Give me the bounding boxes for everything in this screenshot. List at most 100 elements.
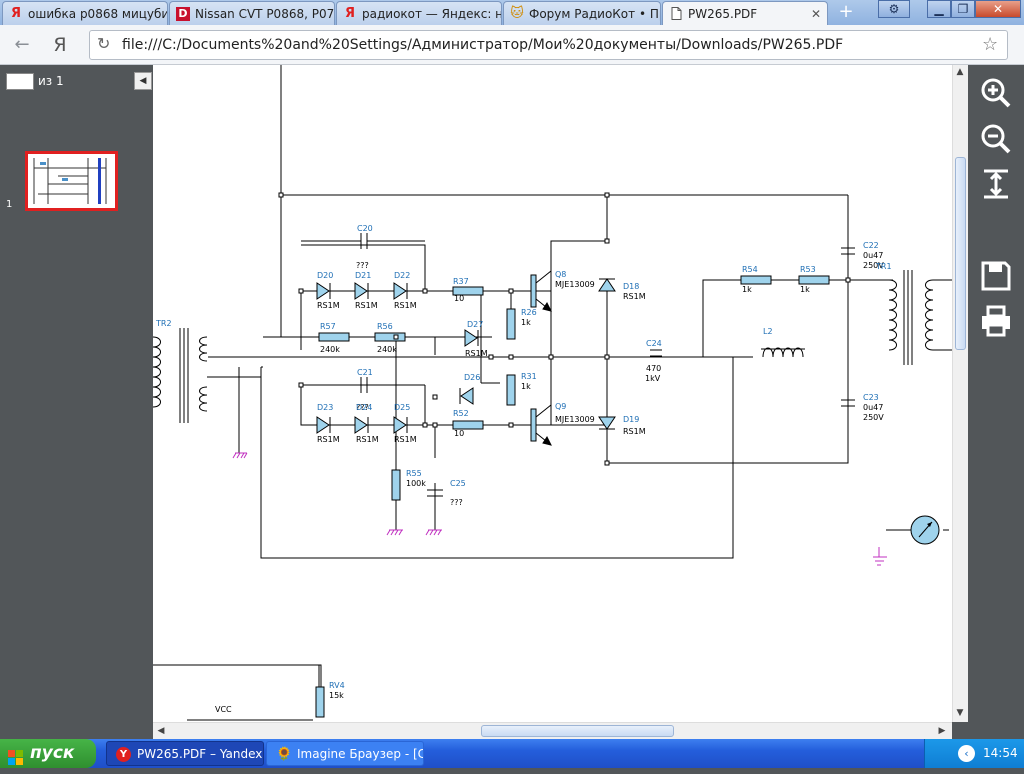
schematic-label: 100k <box>406 479 426 488</box>
clock: 14:54 <box>983 746 1018 760</box>
diode-d26 <box>459 387 474 405</box>
address-bar[interactable]: ↻ file:///C:/Documents%20and%20Settings/… <box>89 30 1008 60</box>
schematic-label: TR2 <box>155 319 172 328</box>
page-thumbnail[interactable] <box>25 151 118 211</box>
tab-1[interactable]: D Nissan CVT P0868, P07 <box>169 1 335 25</box>
schematic-label: Q9 <box>555 402 566 411</box>
schematic-label: D24 <box>356 403 372 412</box>
new-tab-button[interactable]: + <box>838 1 854 22</box>
drive2-icon: D <box>176 6 190 21</box>
vertical-scroll-thumb[interactable] <box>955 157 966 350</box>
tab-title: радиокот — Яндекс: на <box>362 6 501 21</box>
schematic-label: 10 <box>454 294 464 303</box>
scroll-down-arrow-icon[interactable]: ▼ <box>956 708 964 718</box>
horizontal-scroll-thumb[interactable] <box>481 725 674 737</box>
schematic-label: ??? <box>450 498 463 507</box>
tab-4-active[interactable]: PW265.PDF ✕ <box>662 1 828 25</box>
zoom-out-icon[interactable] <box>978 121 1014 157</box>
print-icon[interactable] <box>978 303 1014 339</box>
schematic-label: RS1M <box>623 292 646 301</box>
yandex-icon: Я <box>10 6 21 21</box>
schematic-label: C21 <box>357 368 373 377</box>
resistor-r57 <box>318 332 350 342</box>
diodes <box>316 278 616 434</box>
page-count-label: из 1 <box>38 74 64 88</box>
schematic-label: D26 <box>464 373 480 382</box>
schematic-label: 240k <box>377 345 397 354</box>
close-tab-icon[interactable]: ✕ <box>810 6 822 21</box>
bookmark-star-icon[interactable]: ☆ <box>982 34 999 55</box>
schematic-label: RS1M <box>356 435 379 444</box>
zoom-in-icon[interactable] <box>978 75 1014 111</box>
tab-strip: Я ошибка p0868 мицубис D Nissan CVT P086… <box>0 0 1024 25</box>
schematic-label: R56 <box>377 322 393 331</box>
transistors <box>530 270 552 446</box>
schematic-label: R55 <box>406 469 422 478</box>
schematic-label: 0u47 <box>863 403 883 412</box>
schematic-label: 240k <box>320 345 340 354</box>
scroll-left-arrow-icon[interactable]: ◀ <box>157 726 165 736</box>
back-arrow-icon[interactable]: ← <box>14 34 30 55</box>
thumbnail-preview <box>31 156 111 206</box>
scroll-up-arrow-icon[interactable]: ▲ <box>956 67 964 77</box>
tab-2[interactable]: Я радиокот — Яндекс: на <box>336 1 502 25</box>
tab-title: PW265.PDF <box>688 6 758 21</box>
transistor-q9 <box>530 408 537 442</box>
settings-gear-icon[interactable]: ⚙ <box>878 0 910 18</box>
schematic-label: 0u47 <box>863 251 883 260</box>
schematic-label: R31 <box>521 372 537 381</box>
taskbar-item-label: PW265.PDF – Yandex <box>137 747 263 761</box>
tray-expand-icon[interactable]: ‹ <box>958 745 975 762</box>
tab-0[interactable]: Я ошибка p0868 мицубис <box>2 1 168 25</box>
close-window-button[interactable]: ✕ <box>975 0 1021 18</box>
schematic-label: 10 <box>454 429 464 438</box>
pdf-tools-panel <box>968 65 1024 739</box>
diode-d25 <box>393 416 408 434</box>
resistor-r26 <box>506 308 516 340</box>
taskbar-item-imagine[interactable]: 🌻 Imagine Браузер - [C... <box>266 741 424 766</box>
diode-d23 <box>316 416 331 434</box>
reload-icon[interactable]: ↻ <box>97 34 111 53</box>
diode-d21 <box>354 282 369 300</box>
schematic-label: R57 <box>320 322 336 331</box>
collapse-sidebar-icon[interactable]: ◀ <box>134 72 152 90</box>
save-icon[interactable] <box>978 258 1014 294</box>
tab-3[interactable]: 🐱 Форум РадиоКот • Про <box>503 1 661 25</box>
schematic-label: 250V <box>863 413 884 422</box>
schematic-label: 1k <box>521 382 531 391</box>
schematic-label: 1kV <box>645 374 661 383</box>
schematic-label: ??? <box>356 261 369 270</box>
imagine-icon: 🌻 <box>276 747 293 762</box>
horizontal-scrollbar[interactable]: ◀ ▶ <box>153 722 952 739</box>
taskbar-item-label: Imagine Браузер - [C... <box>297 747 424 761</box>
schematic-label: RV4 <box>329 681 345 690</box>
vertical-scrollbar[interactable]: ▲ ▼ <box>952 65 968 722</box>
taskbar-item-yandex[interactable]: Y PW265.PDF – Yandex <box>106 741 264 766</box>
schematic-wires <box>153 65 949 721</box>
restore-button[interactable]: ❐ <box>951 0 975 18</box>
document-icon <box>669 7 683 21</box>
fit-to-page-icon[interactable] <box>978 166 1014 202</box>
schematic-label: R37 <box>453 277 469 286</box>
schematic-label: R54 <box>742 265 758 274</box>
schematic-label: D21 <box>355 271 371 280</box>
minimize-button[interactable]: ▁ <box>927 0 951 18</box>
schematic-label: C23 <box>863 393 879 402</box>
schematic-label: D25 <box>394 403 410 412</box>
schematic-label: C20 <box>357 224 373 233</box>
scroll-right-arrow-icon[interactable]: ▶ <box>938 726 946 736</box>
page-number-input[interactable] <box>6 73 34 90</box>
transistor-q8 <box>530 274 537 308</box>
diode-d22 <box>393 282 408 300</box>
schematic-label: D20 <box>317 271 333 280</box>
circuit-schematic: TR2C20???D20RS1MD21RS1MD22RS1MR3710Q8MJE… <box>153 65 952 721</box>
start-button[interactable]: пуск <box>0 739 96 768</box>
resistor-r31 <box>506 374 516 406</box>
schematic-label: Q8 <box>555 270 566 279</box>
thumbnail-number: 1 <box>6 199 13 210</box>
junction-nodes <box>278 192 851 466</box>
yandex-home-icon[interactable]: Я <box>53 34 67 56</box>
address-text: file:///C:/Documents%20and%20Settings/Ад… <box>122 37 844 53</box>
resistors <box>315 275 830 718</box>
